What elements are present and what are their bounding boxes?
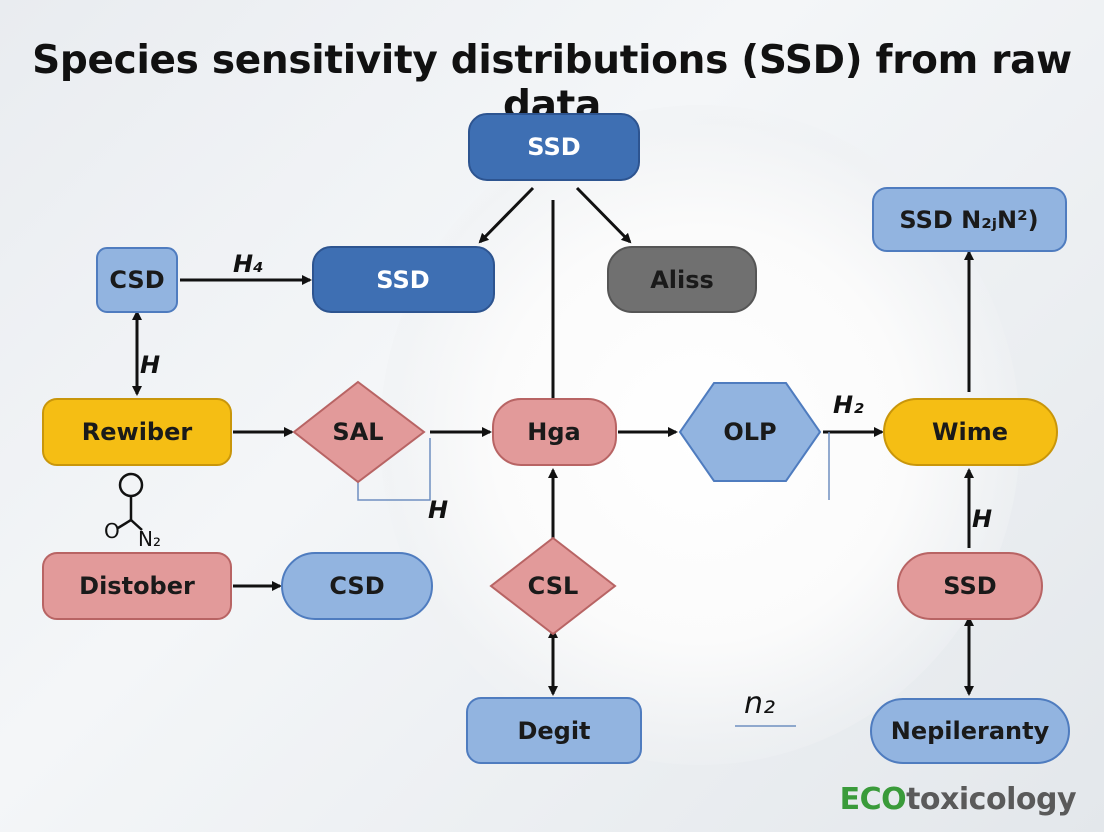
guide-lines — [357, 432, 830, 727]
brand-toxicology: toxicology — [906, 782, 1076, 817]
edge-label-h2-olp-wime: H₂ — [833, 391, 864, 419]
node-aliss-label: Aliss — [650, 266, 714, 294]
node-csl: CSL — [489, 536, 617, 636]
node-degit-label: Degit — [517, 717, 590, 745]
node-olp: OLP — [678, 382, 822, 482]
node-csl-label: CSL — [528, 572, 579, 600]
node-csd-left: CSD — [96, 247, 178, 313]
guide-bracket-sal — [357, 438, 431, 501]
molecule-icon: O N₂ — [104, 472, 161, 551]
brand-logo: ECOtoxicology — [839, 782, 1077, 817]
page-title: Species sensitivity distributions (SSD) … — [32, 38, 1072, 128]
node-wime: Wime — [883, 398, 1058, 466]
node-olp-label: OLP — [723, 418, 776, 446]
node-sal: SAL — [292, 380, 426, 484]
node-csd-bottom: CSD — [281, 552, 433, 620]
node-nepileranty-label: Nepileranty — [891, 717, 1050, 745]
node-sal-label: SAL — [332, 418, 383, 446]
node-nepileranty: Nepileranty — [870, 698, 1070, 764]
node-ssd-n2: SSD N₂ⱼN²) — [872, 187, 1067, 252]
edge-label-h-csd-rewiber: H — [140, 351, 160, 379]
node-ssd-right: SSD — [897, 552, 1043, 620]
node-ssd-top-label: SSD — [527, 133, 580, 161]
node-ssd-mid: SSD — [312, 246, 495, 313]
node-hga: Hga — [492, 398, 617, 466]
edge-label-h-sal-hga: H — [428, 496, 448, 524]
node-ssd-mid-label: SSD — [376, 266, 429, 294]
node-ssd-right-label: SSD — [943, 572, 996, 600]
node-ssd-top: SSD — [468, 113, 640, 181]
node-rewiber-label: Rewiber — [82, 418, 193, 446]
node-ssd-n2-label: SSD N₂ⱼN²) — [899, 206, 1038, 234]
node-aliss: Aliss — [607, 246, 757, 313]
node-distober: Distober — [42, 552, 232, 620]
brand-eco: ECO — [839, 782, 907, 817]
edge-label-h-ssd-wime: H — [972, 505, 992, 533]
edges — [132, 186, 974, 696]
node-csd-bottom-label: CSD — [329, 572, 384, 600]
edge-label-n2: n₂ — [744, 686, 775, 721]
edge-ssd-top-to-aliss — [575, 186, 632, 244]
node-hga-label: Hga — [527, 418, 580, 446]
edge-label-h-csd-ssd: H₄ — [233, 250, 264, 278]
node-degit: Degit — [466, 697, 642, 764]
node-distober-label: Distober — [79, 572, 195, 600]
node-rewiber: Rewiber — [42, 398, 232, 466]
edge-ssd-top-to-ssd-mid — [478, 186, 535, 244]
molecule-n2-label: N₂ — [138, 527, 161, 551]
node-csd-left-label: CSD — [109, 266, 164, 294]
node-wime-label: Wime — [932, 418, 1008, 446]
molecule-o-label: O — [104, 519, 120, 543]
